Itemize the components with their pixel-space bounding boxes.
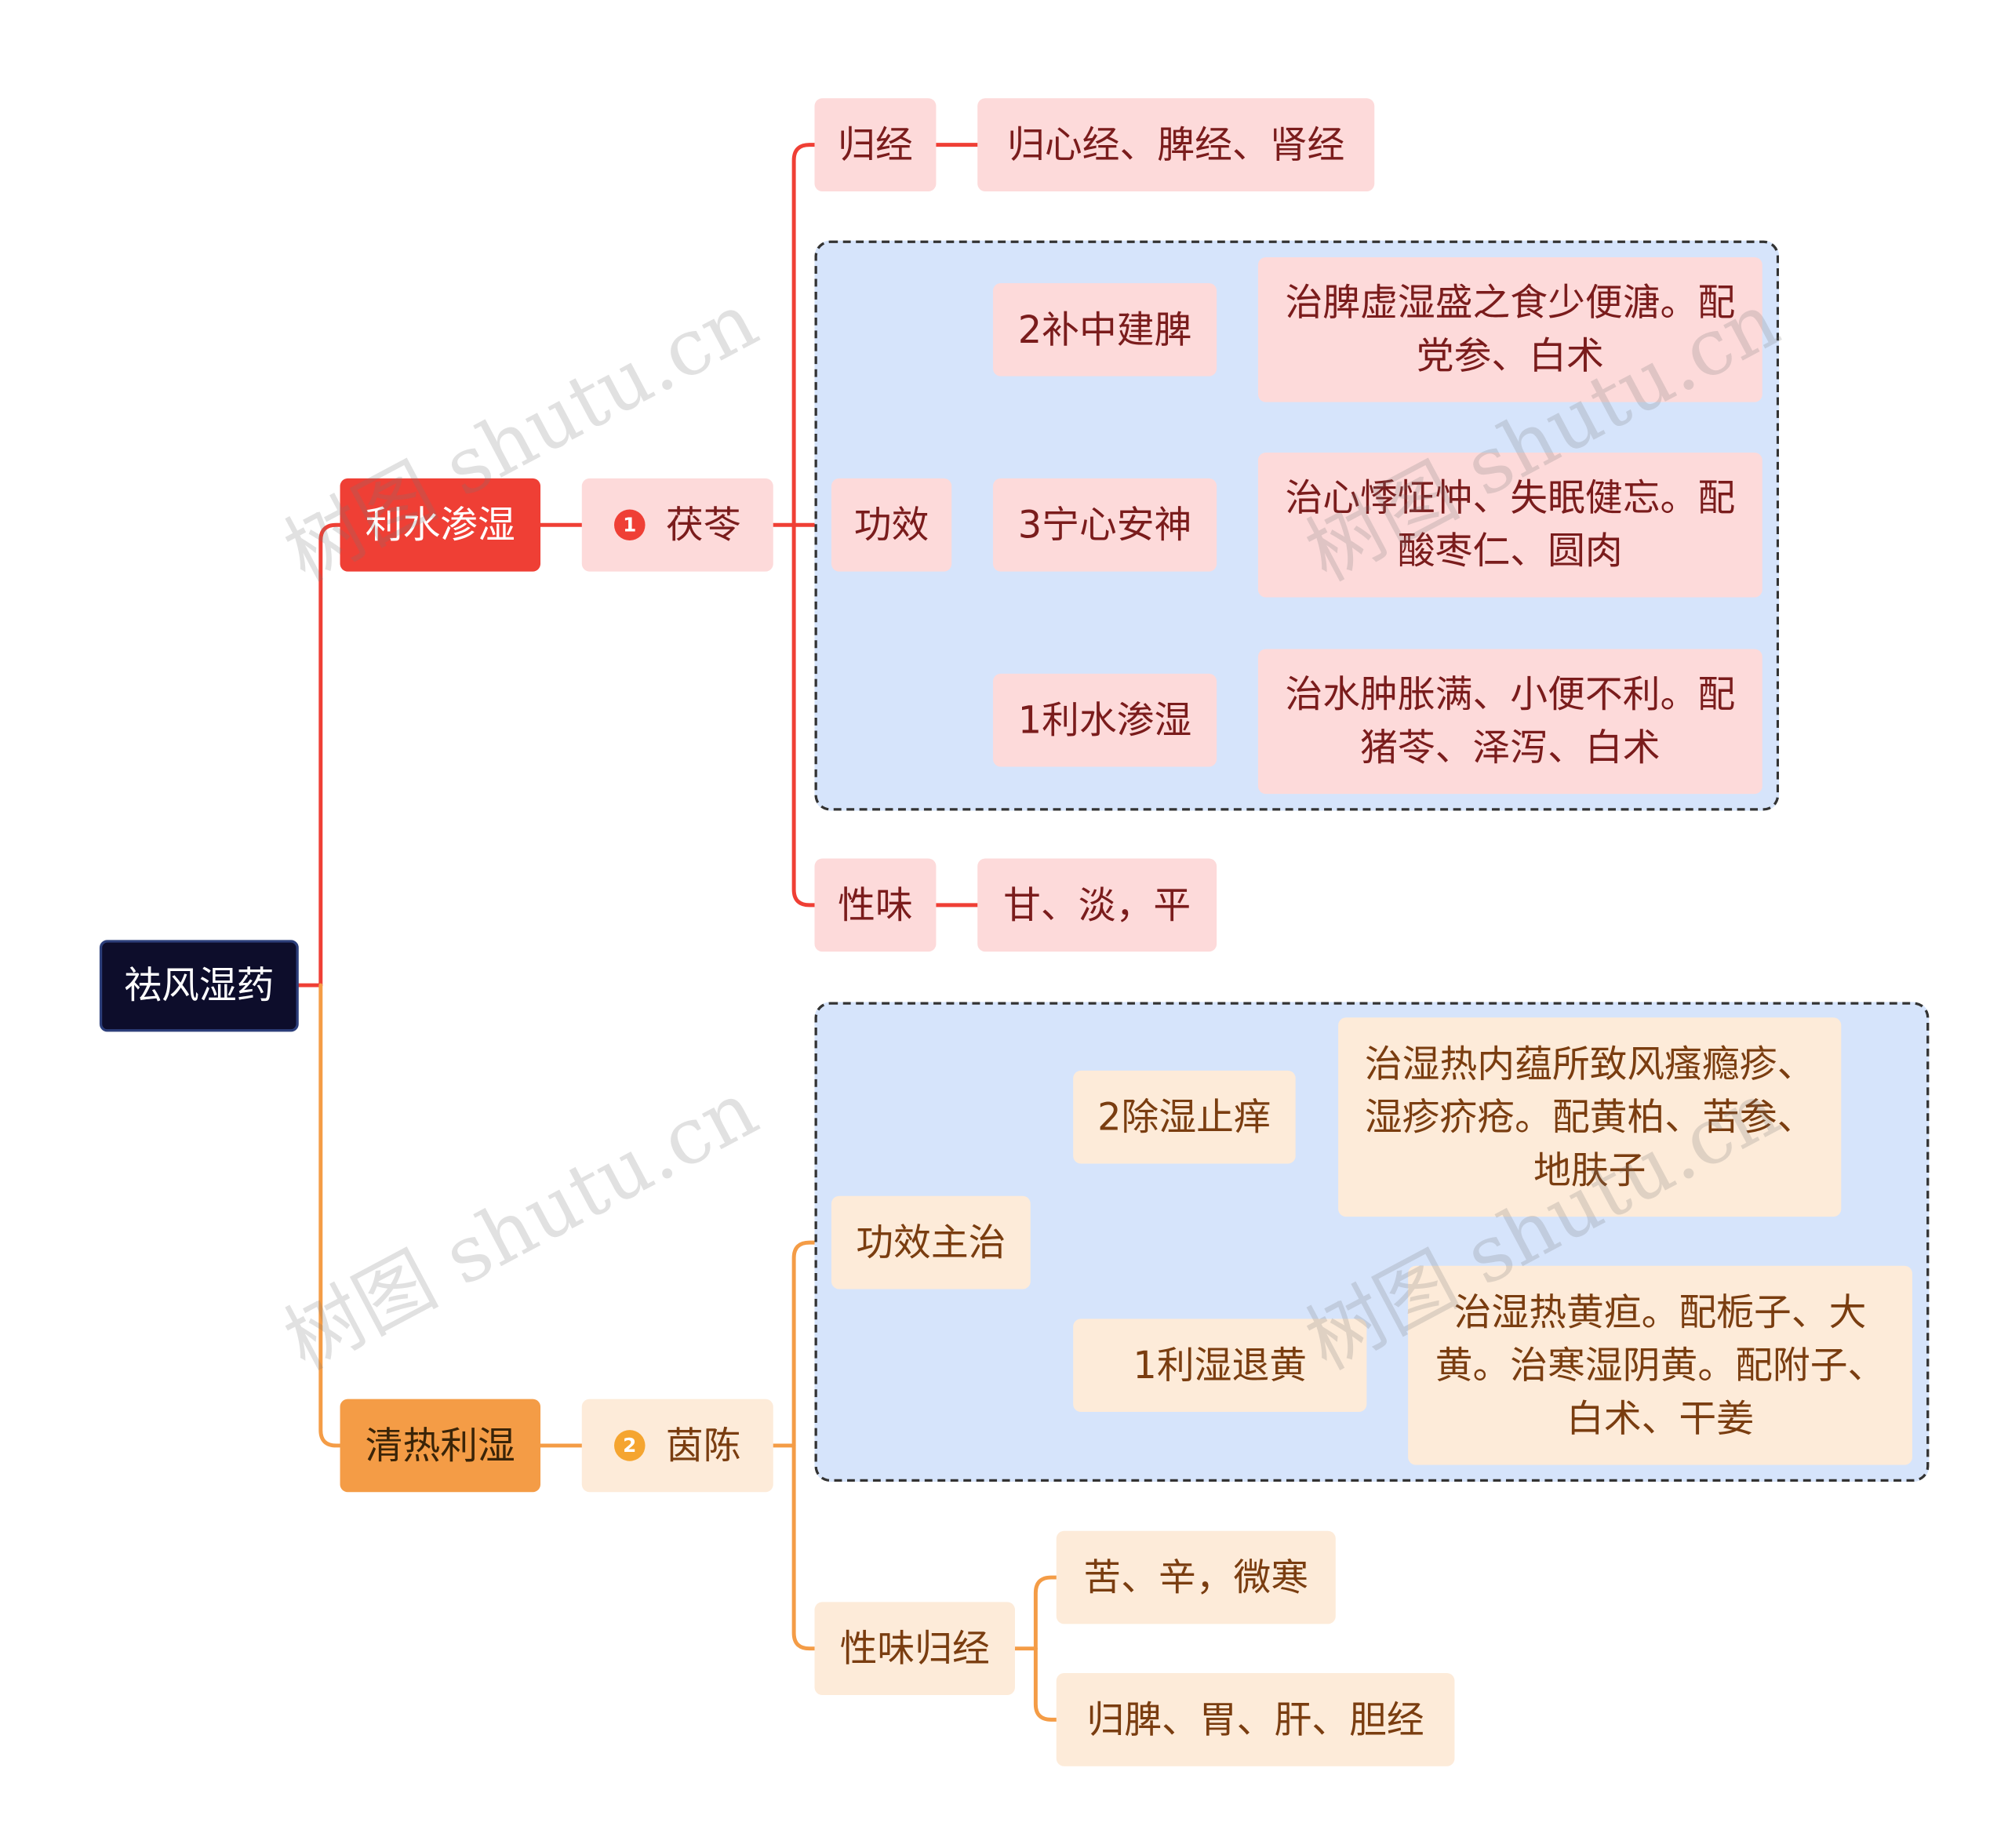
xingwei-value-yinchen[interactable]: 苦、辛，微寒 [1056,1530,1336,1624]
xingweiguijing-label: 性味归经 [839,1625,990,1670]
guijing-value[interactable]: 归心经、脾经、肾经 [977,98,1375,191]
guijing-value-yinchen[interactable]: 归脾、胃、肝、胆经 [1056,1673,1455,1766]
herb-yinchen[interactable]: 2 茵陈 [581,1399,773,1493]
effect-label: 3宁心安神 [1017,502,1192,547]
effect-detail-2[interactable]: 治心悸怔忡、失眠健忘。配酸枣仁、圆肉 [1257,452,1762,598]
gongxiao-label: 功效 [853,502,929,547]
effect-detail-text: 治水肿胀满、小便不利。配猪苓、泽泻、白术 [1285,672,1736,769]
xingwei-value-text: 甘、淡，平 [1003,882,1191,927]
gongxiao-zhuzhi-node[interactable]: 功效主治 [831,1195,1031,1290]
effect-detail-text: 治脾虚湿盛之食少便溏。配党参、白术 [1285,280,1736,378]
xingwei-value-text: 苦、辛，微寒 [1083,1555,1309,1599]
effect-node-5[interactable]: 1利湿退黄 [1073,1319,1367,1413]
xingwei-value[interactable]: 甘、淡，平 [977,858,1217,952]
root-node[interactable]: 祛风湿药 [99,940,299,1032]
effect-node-3[interactable]: 1利水渗湿 [992,673,1217,767]
effect-detail-4[interactable]: 治湿热内蕴所致风瘙瘾疹、湿疹疥疮。配黄柏、苦参、地肤子 [1338,1017,1842,1217]
effect-node-2[interactable]: 3宁心安神 [992,478,1217,572]
gongxiao-node[interactable]: 功效 [831,478,952,572]
effect-detail-text: 治湿热内蕴所致风瘙瘾疹、湿疹疥疮。配黄柏、苦参、地肤子 [1364,1041,1815,1192]
branch-label: 清热利湿 [365,1423,515,1468]
effect-label: 2除湿止痒 [1097,1094,1271,1139]
effect-node-4[interactable]: 2除湿止痒 [1073,1070,1296,1164]
effect-label: 2补中建脾 [1017,307,1192,351]
effect-detail-1[interactable]: 治脾虚湿盛之食少便溏。配党参、白术 [1257,257,1762,402]
effect-label: 1利湿退黄 [1133,1342,1308,1387]
effect-label: 1利水渗湿 [1017,697,1192,742]
root-label: 祛风湿药 [124,963,275,1008]
guijing-label: 归经 [838,122,913,166]
herb-fuling[interactable]: 1 茯苓 [581,478,773,572]
gongxiao-zhuzhi-label: 功效主治 [856,1220,1006,1264]
branch-qingre-lishi[interactable]: 清热利湿 [340,1399,541,1493]
effect-node-1[interactable]: 2补中建脾 [992,282,1217,377]
effect-detail-3[interactable]: 治水肿胀满、小便不利。配猪苓、泽泻、白术 [1257,649,1762,795]
effect-detail-5[interactable]: 治湿热黄疸。配栀子、大黄。治寒湿阴黄。配附子、白术、干姜 [1408,1265,1912,1465]
herb-label: 茯苓 [665,502,741,547]
xingweiguijing-node[interactable]: 性味归经 [814,1602,1015,1696]
number-badge-icon: 2 [613,1430,646,1461]
branch-label: 利水渗湿 [365,502,515,547]
xingwei-label: 性味 [838,882,913,927]
guijing-value-text: 归心经、脾经、肾经 [1007,122,1345,166]
number-badge-icon: 1 [613,509,646,541]
guijing-node[interactable]: 归经 [814,98,937,191]
effect-detail-text: 治湿热黄疸。配栀子、大黄。治寒湿阴黄。配附子、白术、干姜 [1435,1290,1886,1440]
herb-label: 茵陈 [665,1423,741,1468]
guijing-value-text: 归脾、胃、肝、胆经 [1086,1697,1424,1741]
effect-detail-text: 治心悸怔忡、失眠健忘。配酸枣仁、圆肉 [1285,475,1736,573]
branch-lishui-shenshi[interactable]: 利水渗湿 [340,478,541,572]
xingwei-node[interactable]: 性味 [814,858,937,952]
